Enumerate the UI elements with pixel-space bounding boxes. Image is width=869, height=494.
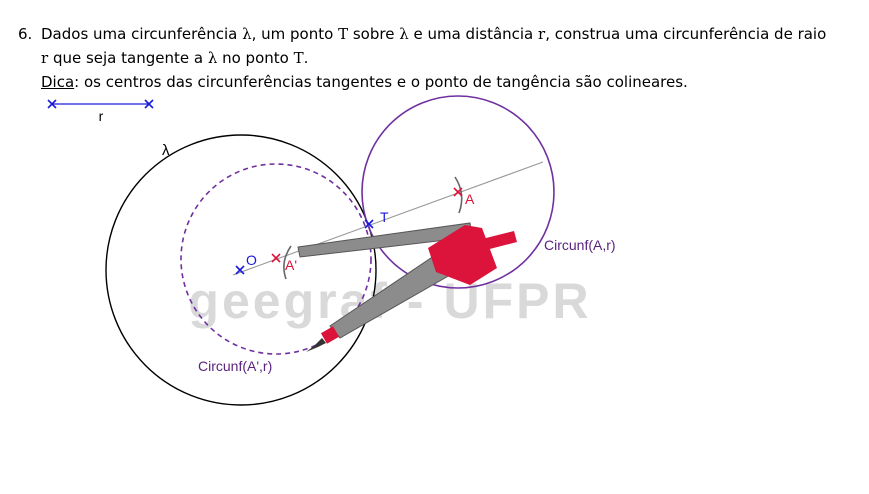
segment-r: [47, 99, 154, 109]
text-fragment: que seja tangente a: [48, 49, 208, 67]
problem-body: Dados uma circunferência λ, um ponto T s…: [41, 22, 858, 94]
text-fragment: , construa uma circunferência de raio: [545, 25, 827, 43]
point-T: [364, 219, 374, 229]
point-A-prime: [271, 253, 281, 263]
segment-r-label: r: [99, 108, 104, 124]
circle-a: [361, 95, 555, 289]
lambda-symbol: λ: [242, 25, 252, 43]
problem-line-3: Dica: os centros das circunferências tan…: [41, 70, 858, 94]
compass-icon: [297, 222, 517, 352]
problem-statement: 6. Dados uma circunferência λ, um ponto …: [18, 22, 858, 94]
text-fragment: Dados uma circunferência: [41, 25, 243, 43]
point-O-label: O: [246, 252, 257, 268]
point-T-symbol: T: [293, 49, 304, 67]
problem-line-2: r que seja tangente a λ no ponto T.: [41, 46, 858, 70]
text-fragment: .: [303, 49, 309, 67]
lambda-symbol: λ: [207, 49, 218, 67]
hint-label: Dica: [41, 73, 75, 91]
distance-r-symbol: r: [41, 49, 49, 67]
arc-mark-a-prime: [283, 245, 292, 280]
point-A-label: A: [465, 191, 475, 207]
line-O-T-A: [232, 161, 544, 276]
hint-text: : os centros das circunferências tangent…: [74, 73, 688, 91]
point-A-prime-label: A': [285, 257, 297, 273]
point-T-label: T: [380, 209, 389, 225]
point-T-symbol: T: [338, 25, 349, 43]
lambda-label: λ: [162, 142, 170, 159]
point-A: [453, 187, 463, 197]
problem-number: 6.: [18, 25, 33, 43]
circle-a-prime-label: Circunf(A',r): [198, 358, 272, 374]
distance-r-symbol: r: [538, 25, 546, 43]
point-O: [235, 265, 245, 275]
text-fragment: sobre: [348, 25, 400, 43]
text-fragment: e uma distância: [408, 25, 539, 43]
text-fragment: no ponto: [217, 49, 294, 67]
circle-a-prime: [180, 163, 372, 355]
text-fragment: , um ponto: [251, 25, 339, 43]
circle-a-label: Circunf(A,r): [544, 237, 616, 253]
problem-line-1: Dados uma circunferência λ, um ponto T s…: [41, 22, 858, 46]
circle-lambda: [105, 134, 377, 406]
lambda-symbol: λ: [399, 25, 409, 43]
